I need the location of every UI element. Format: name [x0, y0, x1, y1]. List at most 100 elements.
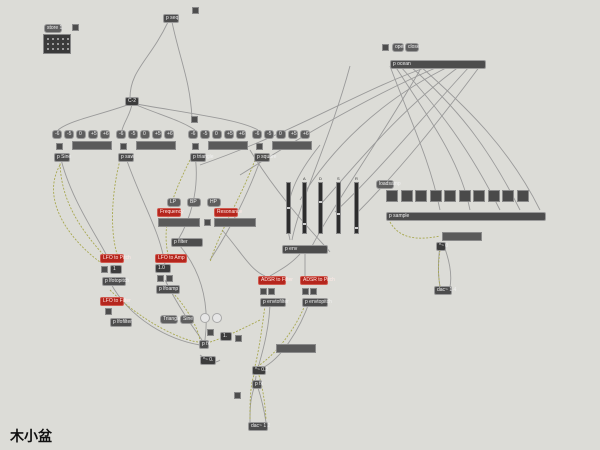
filter-type-hp[interactable]: HP	[207, 198, 221, 207]
lfo-depth-dial[interactable]	[212, 313, 222, 323]
sample-slot-button[interactable]	[458, 190, 471, 202]
osc-key-3-0[interactable]: -6	[252, 130, 262, 139]
osc-toggle-3[interactable]	[256, 143, 263, 150]
filter-type-bp[interactable]: BP	[187, 198, 201, 207]
fx-mul[interactable]: *~ 0.	[200, 356, 216, 365]
slider-knob[interactable]	[287, 207, 290, 209]
osc-key-3-2[interactable]: 0	[276, 130, 286, 139]
resonance-slider[interactable]	[214, 218, 256, 227]
preset-grid[interactable]	[43, 34, 71, 54]
osc-key-0-2[interactable]: 0	[76, 130, 86, 139]
dac-toggle[interactable]	[234, 392, 241, 399]
master-fx-subpatch[interactable]: p fx	[252, 380, 263, 389]
master-gain-slider[interactable]	[276, 344, 316, 353]
master-mul[interactable]: *~ 0.2	[252, 366, 268, 375]
adsr-filter-toggle-b[interactable]	[268, 288, 275, 295]
close-message[interactable]: close	[405, 43, 420, 52]
osc-subpatch-3[interactable]: p square	[254, 153, 276, 162]
trigger-toggle[interactable]	[191, 116, 198, 123]
sample-slot-button[interactable]	[400, 190, 413, 202]
filter-toggle[interactable]	[204, 219, 211, 226]
lfo-amp-toggle-a[interactable]	[157, 275, 164, 282]
osc-level-slider-0[interactable]	[72, 141, 112, 150]
master-dac[interactable]: dac~ 1 2	[248, 422, 270, 431]
adsr-slider-3[interactable]	[336, 182, 341, 234]
seq-subpatch[interactable]: p seq	[163, 14, 179, 23]
fx-subpatch[interactable]: p fx	[199, 340, 210, 349]
lfo-pitch-number[interactable]: 1	[110, 265, 122, 274]
osc-level-slider-1[interactable]	[136, 141, 176, 150]
lfo-filter-toggle[interactable]	[105, 308, 112, 315]
osc-key-1-0[interactable]: -6	[116, 130, 126, 139]
osc-level-slider-3[interactable]	[272, 141, 312, 150]
osc-key-1-1[interactable]: -5	[128, 130, 138, 139]
lfo-amp-toggle-b[interactable]	[166, 275, 173, 282]
sample-dac[interactable]: dac~ 1 4	[434, 286, 456, 295]
osc-key-0-3[interactable]: +5	[88, 130, 98, 139]
osc-key-0-1[interactable]: -5	[64, 130, 74, 139]
lfo-rate-dial[interactable]	[200, 313, 210, 323]
sample-slot-button[interactable]	[516, 190, 529, 202]
osc-key-3-1[interactable]: -5	[264, 130, 274, 139]
osc-key-0-0[interactable]: -6	[52, 130, 62, 139]
osc-key-0-4[interactable]: +6	[100, 130, 110, 139]
osc-key-2-1[interactable]: -5	[200, 130, 210, 139]
lfo-amp-subpatch[interactable]: p lfoamp	[156, 285, 180, 294]
loadsamp-message[interactable]: loadsamp	[376, 180, 401, 189]
adsr-slider-2[interactable]	[318, 182, 323, 234]
osc-key-1-2[interactable]: 0	[140, 130, 150, 139]
slider-knob[interactable]	[319, 201, 322, 203]
frequency-slider[interactable]	[158, 218, 200, 227]
sample-slot-button[interactable]	[429, 190, 442, 202]
store-toggle[interactable]	[72, 24, 79, 31]
env-to-filter-subpatch[interactable]: p envtofilter	[260, 298, 289, 307]
osc-key-2-0[interactable]: -6	[188, 130, 198, 139]
osc-key-3-3[interactable]: +5	[288, 130, 298, 139]
ocean-subpatch[interactable]: p ocean	[390, 60, 486, 69]
slider-knob[interactable]	[355, 227, 358, 229]
osc-key-2-2[interactable]: 0	[212, 130, 222, 139]
adsr-slider-1[interactable]	[302, 182, 307, 234]
osc-toggle-0[interactable]	[56, 143, 63, 150]
env-to-pitch-subpatch[interactable]: p envtopitch	[302, 298, 332, 307]
osc-subpatch-2[interactable]: p triangle	[190, 153, 214, 162]
osc-key-3-4[interactable]: +6	[300, 130, 310, 139]
adsr-slider-0[interactable]	[286, 182, 291, 234]
sample-slot-button[interactable]	[444, 190, 456, 202]
filter-subpatch[interactable]: p filter	[171, 238, 203, 247]
lfo-shape-sine[interactable]: Sine	[180, 315, 194, 324]
lfo-amp-number[interactable]: 1.0	[155, 264, 171, 273]
adsr-pitch-toggle-b[interactable]	[310, 288, 317, 295]
sample-mul[interactable]: *~ 0	[436, 242, 448, 251]
cmd-number[interactable]: C-2	[125, 97, 139, 106]
adsr-slider-4[interactable]	[354, 182, 359, 234]
osc-key-1-3[interactable]: +5	[152, 130, 162, 139]
lfo-filter-subpatch[interactable]: p lfofilter	[110, 318, 132, 327]
open-message[interactable]: open	[392, 43, 406, 52]
slider-knob[interactable]	[337, 213, 340, 215]
osc-subpatch-1[interactable]: p saw	[118, 153, 134, 162]
filter-type-lp[interactable]: LP	[167, 198, 181, 207]
fx-toggle-b[interactable]	[235, 335, 242, 342]
osc-key-1-4[interactable]: +6	[164, 130, 174, 139]
osc-level-slider-2[interactable]	[208, 141, 248, 150]
fx-number[interactable]: 1.	[220, 332, 232, 341]
store-message[interactable]: store 1	[44, 24, 62, 33]
adsr-pitch-toggle-a[interactable]	[302, 288, 309, 295]
slider-knob[interactable]	[303, 223, 306, 225]
osc-key-2-4[interactable]: +6	[236, 130, 246, 139]
ocean-toggle[interactable]	[382, 44, 389, 51]
sample-slot-button[interactable]	[415, 190, 427, 202]
adsr-filter-toggle-a[interactable]	[260, 288, 267, 295]
osc-toggle-2[interactable]	[192, 143, 199, 150]
sample-slot-button[interactable]	[487, 190, 500, 202]
lfo-pitch-toggle-a[interactable]	[101, 266, 108, 273]
sample-slot-button[interactable]	[386, 190, 398, 202]
lfo-shape-triangle[interactable]: Triangle	[160, 315, 181, 324]
sample-subpatch[interactable]: p sample	[386, 212, 546, 221]
fx-toggle[interactable]	[207, 329, 214, 336]
osc-toggle-1[interactable]	[120, 143, 127, 150]
sample-gain-slider[interactable]	[442, 232, 482, 241]
osc-key-2-3[interactable]: +5	[224, 130, 234, 139]
